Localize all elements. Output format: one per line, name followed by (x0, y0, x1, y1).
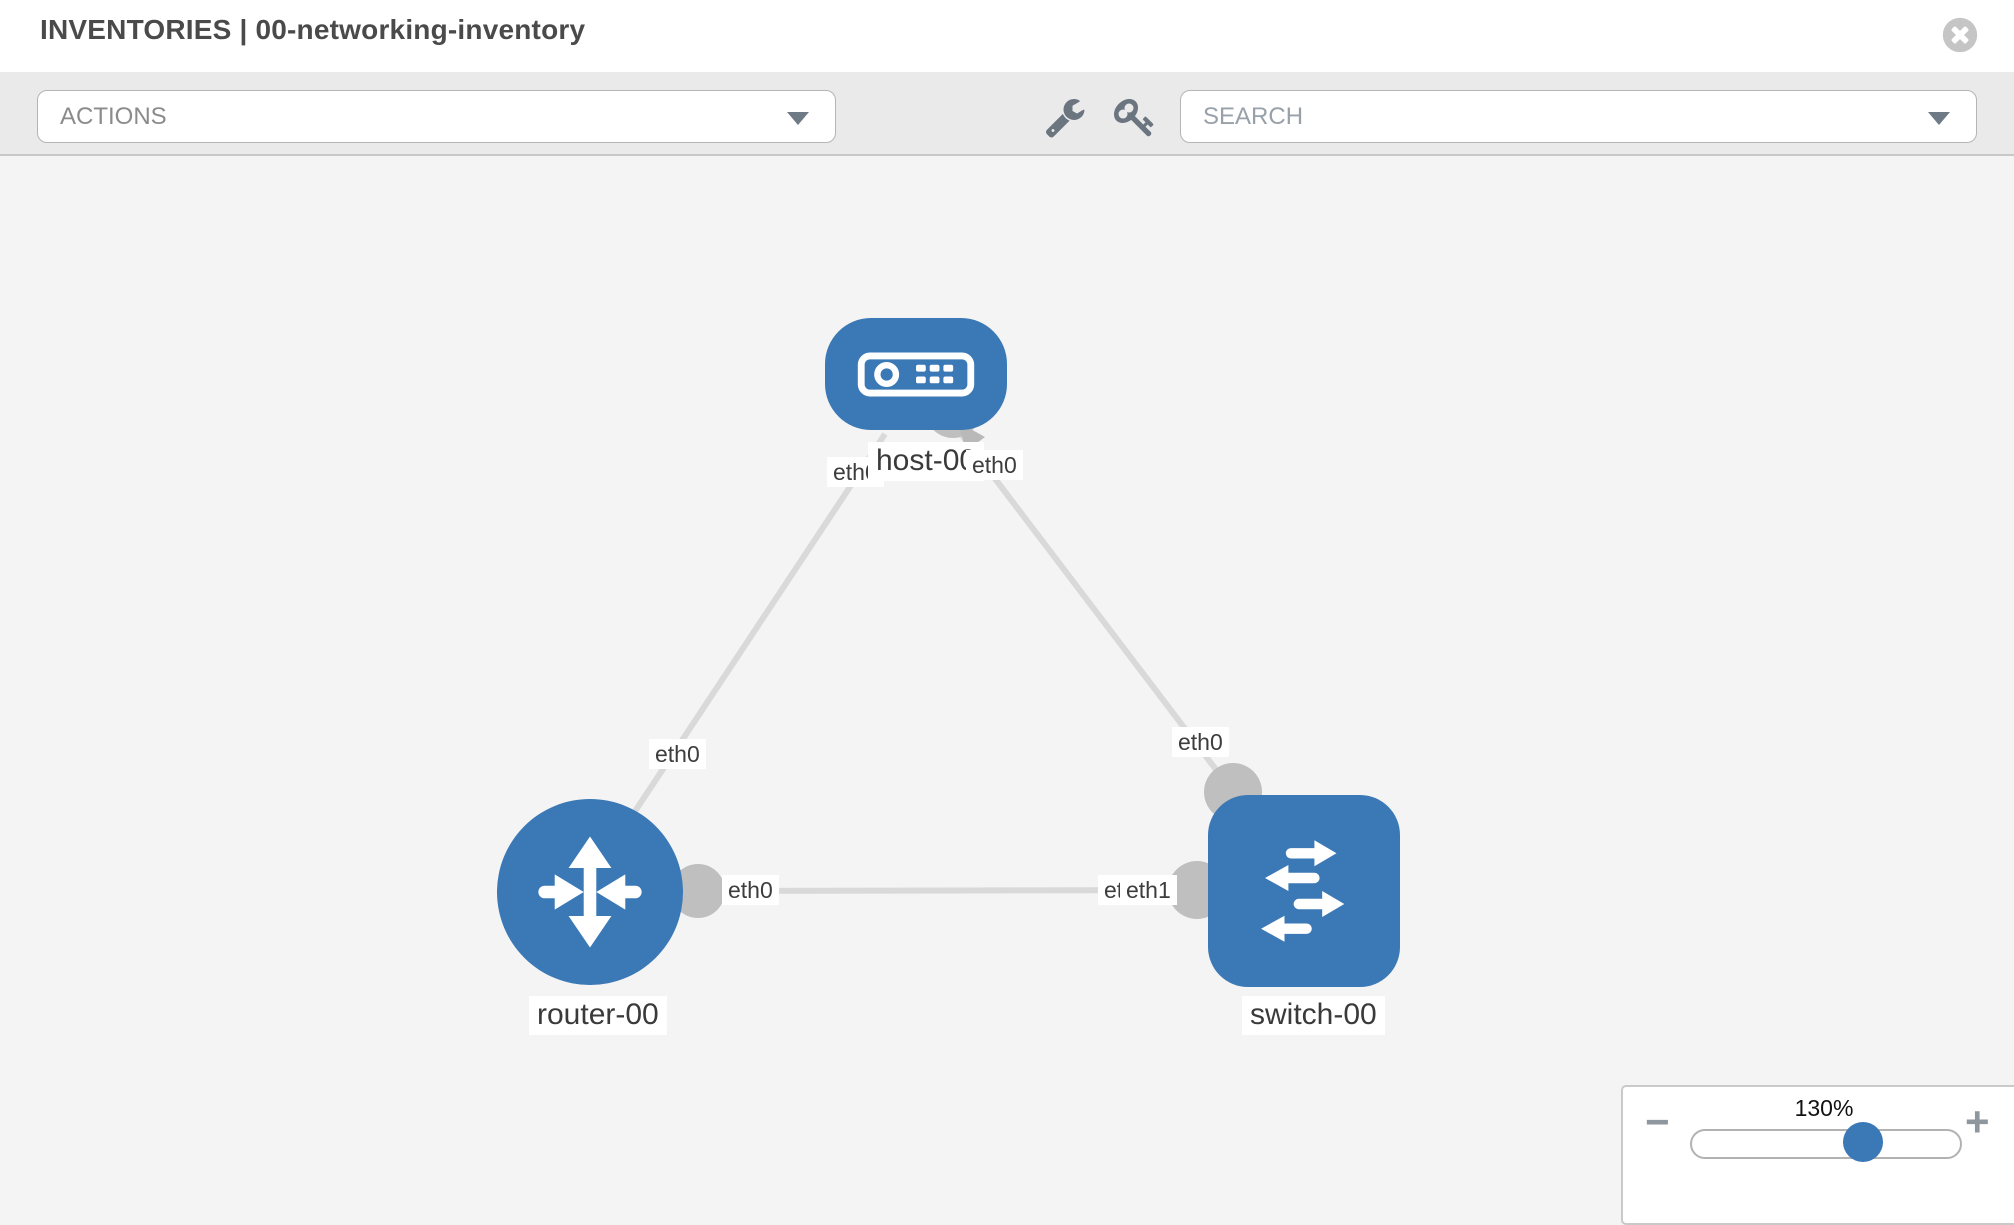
chevron-down-icon (1928, 112, 1950, 125)
chevron-down-icon (787, 112, 809, 125)
actions-dropdown[interactable]: ACTIONS (37, 90, 836, 143)
port-router-eth0 (671, 864, 725, 918)
iface-label: eth0 (966, 450, 1023, 481)
host-icon (857, 351, 975, 397)
node-label-switch-00: switch-00 (1242, 996, 1385, 1035)
link-host-router[interactable] (609, 432, 888, 848)
iface-label: eth1 (1120, 875, 1177, 906)
zoom-slider-thumb[interactable] (1843, 1122, 1883, 1162)
node-label-host-00: host-00 (868, 442, 985, 481)
search-dropdown[interactable]: SEARCH (1180, 90, 1977, 143)
topology-canvas[interactable]: eth0 host-00 eth0 eth0 eth0 eth0 eth0 et… (0, 156, 2014, 1200)
close-circle-icon (1942, 17, 1978, 53)
zoom-slider-track[interactable] (1690, 1122, 1962, 1162)
topology-wires-layer (609, 382, 1262, 919)
credentials-button[interactable] (1114, 96, 1156, 138)
key-icon (1114, 99, 1154, 137)
router-icon (538, 836, 642, 948)
switch-icon (1261, 840, 1345, 942)
configure-button[interactable] (1044, 96, 1086, 138)
close-button[interactable] (1940, 15, 1980, 55)
node-switch-00[interactable] (1208, 795, 1400, 987)
node-label-router-00: router-00 (529, 996, 667, 1035)
zoom-in-button[interactable]: + (1965, 1098, 1990, 1145)
search-placeholder: SEARCH (1203, 102, 1304, 130)
zoom-out-button[interactable]: − (1645, 1098, 1670, 1145)
page-title: INVENTORIES | 00-networking-inventory (40, 14, 586, 45)
iface-label: eth0 (649, 739, 706, 770)
wrench-icon (1045, 99, 1085, 138)
page-header: INVENTORIES | 00-networking-inventory (0, 0, 2014, 73)
toolbar: ACTIONS SEARCH (0, 72, 2014, 156)
zoom-control-panel: 130% − + (1621, 1085, 2014, 1225)
zoom-level-value: 130% (1794, 1095, 1854, 1121)
actions-dropdown-label: ACTIONS (60, 102, 167, 130)
node-host-00[interactable] (825, 318, 1007, 430)
iface-label: eth0 (1172, 727, 1229, 758)
node-router-00[interactable] (497, 799, 683, 985)
iface-label: eth0 (722, 875, 779, 906)
